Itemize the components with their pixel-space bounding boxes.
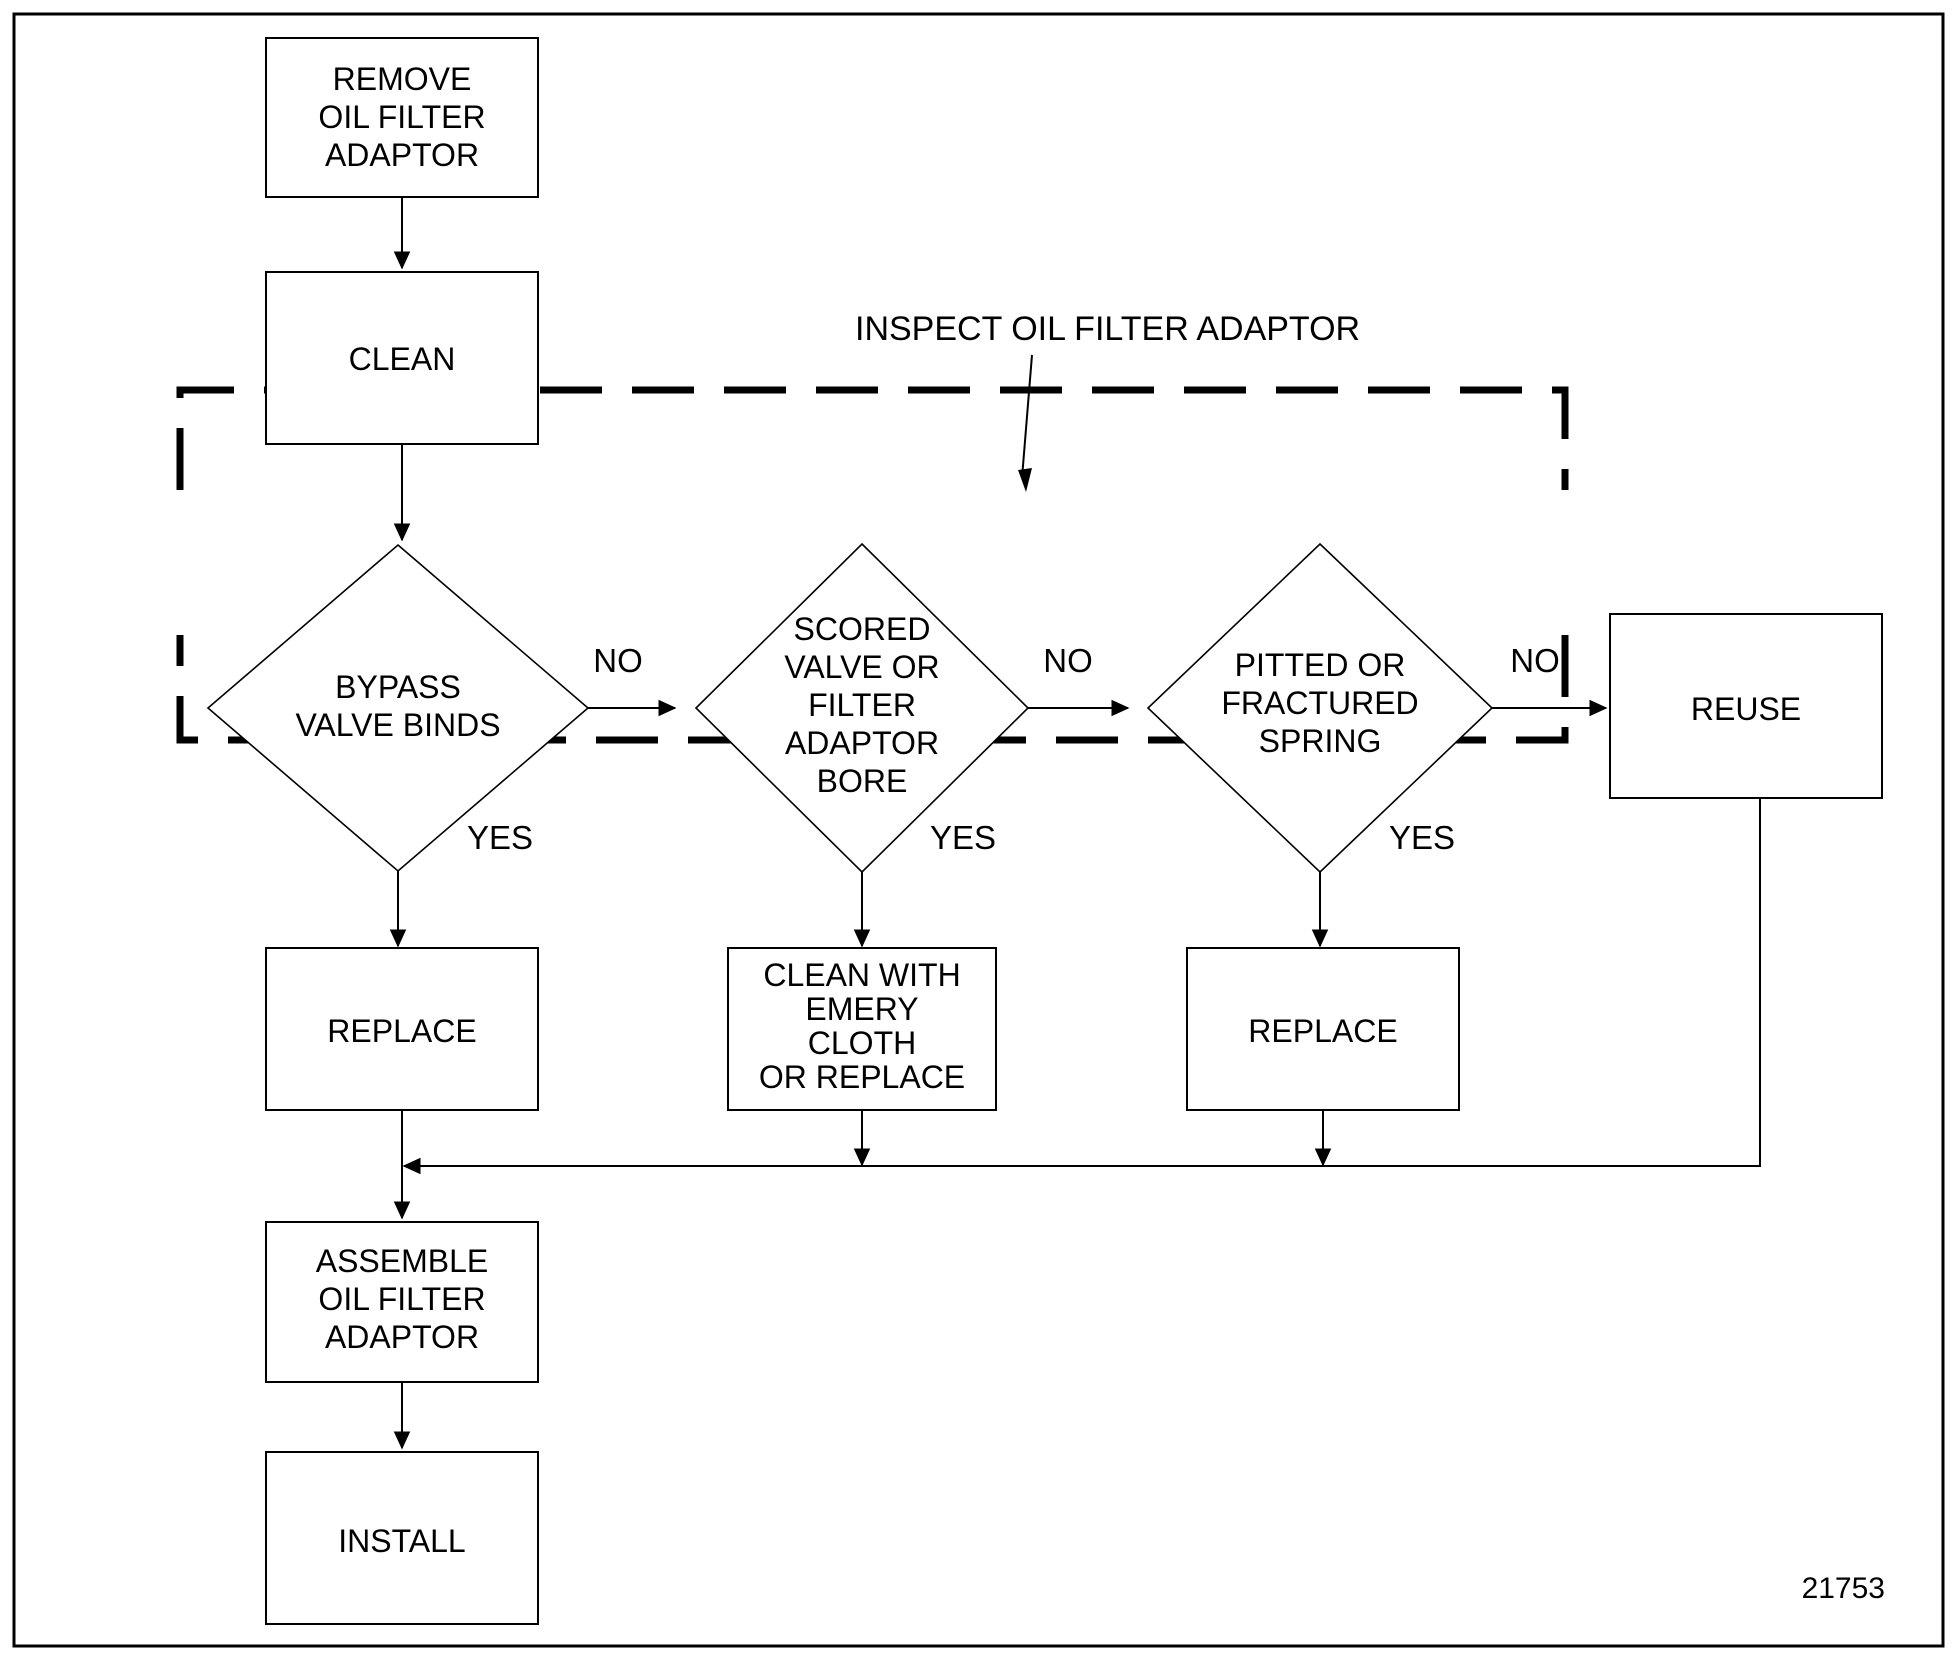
node-bypass-line-2: VALVE BINDS (295, 707, 500, 743)
node-scored-line-3: FILTER (808, 687, 916, 723)
node-scored-line-5: BORE (817, 763, 908, 799)
node-assemble-line-1: ASSEMBLE (316, 1243, 489, 1279)
plate-number: 21753 (1802, 1572, 1885, 1605)
node-reuse-label: REUSE (1691, 691, 1801, 727)
node-replace-spring[interactable]: REPLACE (1186, 947, 1460, 1111)
node-pitted-line-3: SPRING (1259, 723, 1382, 759)
page-border (12, 12, 1945, 1648)
node-remove-oil-filter-adaptor[interactable]: REMOVE OIL FILTER ADAPTOR (265, 37, 539, 198)
node-clean-with-emery-cloth-or-replace[interactable]: CLEAN WITH EMERY CLOTH OR REPLACE (727, 947, 997, 1111)
node-pitted-or-fractured-spring[interactable]: PITTED OR FRACTURED SPRING (1146, 542, 1494, 874)
node-install-label: INSTALL (338, 1523, 465, 1559)
inspect-group-label: INSPECT OIL FILTER ADAPTOR (855, 310, 1360, 348)
group-label-leader-line (1021, 354, 1033, 479)
node-replace-bypass[interactable]: REPLACE (265, 947, 539, 1111)
node-scored-line-2: VALVE OR (784, 649, 939, 685)
node-reuse[interactable]: REUSE (1609, 613, 1883, 799)
node-emery-line-4: OR REPLACE (759, 1059, 965, 1095)
edge-label-bypass-no: NO (593, 642, 643, 679)
edge-label-pitted-yes: YES (1389, 819, 1455, 856)
node-pitted-line-1: PITTED OR (1235, 647, 1406, 683)
node-assemble-line-3: ADAPTOR (325, 1319, 479, 1355)
node-clean-label: CLEAN (349, 341, 456, 377)
group-label-leader-arrowhead (1018, 468, 1032, 492)
node-bypass-line-1: BYPASS (335, 669, 461, 705)
node-bypass-valve-binds[interactable]: BYPASS VALVE BINDS (206, 543, 590, 873)
node-install[interactable]: INSTALL (265, 1451, 539, 1625)
node-replace2-label: REPLACE (1248, 1013, 1397, 1049)
node-assemble-oil-filter-adaptor[interactable]: ASSEMBLE OIL FILTER ADAPTOR (265, 1221, 539, 1383)
node-pitted-line-2: FRACTURED (1221, 685, 1418, 721)
edge-label-scored-yes: YES (930, 819, 996, 856)
edge-reuse-to-bus (402, 798, 1761, 1175)
node-remove-line-1: REMOVE (333, 61, 472, 97)
node-emery-line-3: CLOTH (808, 1025, 916, 1061)
node-remove-line-2: OIL FILTER (318, 99, 485, 135)
node-emery-line-2: EMERY (805, 991, 918, 1027)
edge-label-bypass-yes: YES (467, 819, 533, 856)
node-clean[interactable]: CLEAN (265, 271, 539, 445)
node-assemble-line-2: OIL FILTER (318, 1281, 485, 1317)
node-scored-line-1: SCORED (794, 611, 931, 647)
node-scored-line-4: ADAPTOR (785, 725, 939, 761)
node-scored-valve-or-filter-adaptor-bore[interactable]: SCORED VALVE OR FILTER ADAPTOR BORE (694, 542, 1030, 874)
node-emery-line-1: CLEAN WITH (763, 957, 960, 993)
edge-label-pitted-no: NO (1510, 642, 1560, 679)
node-replace1-label: REPLACE (327, 1013, 476, 1049)
edge-label-scored-no: NO (1043, 642, 1093, 679)
node-remove-line-3: ADAPTOR (325, 137, 479, 173)
